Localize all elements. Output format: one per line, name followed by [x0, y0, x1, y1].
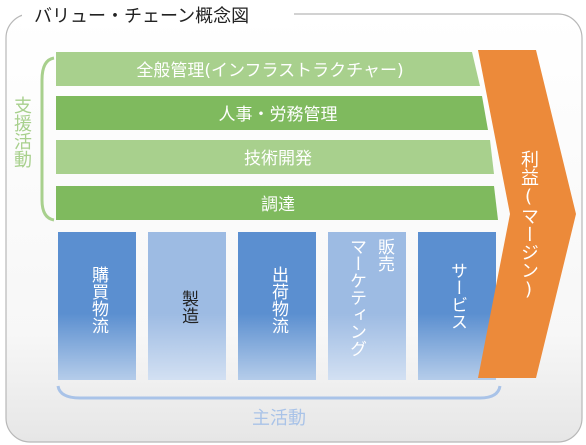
- margin-label: 利益(マージン): [518, 150, 539, 300]
- primary-column-operations-fade: [148, 232, 226, 380]
- margin-chevron: [478, 50, 576, 378]
- support-label-hr-management: 人事・労務管理: [219, 105, 338, 125]
- support-label-general-management: 全般管理(インフラストラクチャー): [136, 61, 403, 81]
- primary-column-inbound-logistics-fade: [58, 232, 136, 380]
- primary-label-outbound-logistics: 出荷物流: [268, 266, 288, 334]
- primary-column-outbound-logistics-fade: [238, 232, 316, 380]
- primary-label-operations: 製造: [178, 290, 198, 324]
- primary-label-marketing-sales: 販売 マーケティング: [346, 238, 394, 357]
- support-bar-procurement: [56, 186, 498, 220]
- primary-label-service: サービス: [447, 262, 467, 330]
- primary-activities-label: 主活動: [252, 408, 306, 429]
- support-label-procurement: 調達: [261, 195, 295, 215]
- support-label-technology: 技術開発: [244, 149, 312, 169]
- support-bar-hr-management: [56, 96, 488, 130]
- primary-column-marketing-sales-fade: [328, 232, 406, 380]
- primary-label-inbound-logistics: 購買物流: [88, 266, 108, 334]
- support-bar-general-management: [56, 52, 480, 86]
- primary-brace: [56, 385, 502, 400]
- title-backdrop: [22, 2, 294, 28]
- support-brace: [40, 56, 55, 222]
- diagram-title: バリュー・チェーン概念図: [34, 5, 249, 27]
- support-bar-technology: [56, 140, 494, 174]
- support-activities-label: 支援活動: [11, 96, 32, 168]
